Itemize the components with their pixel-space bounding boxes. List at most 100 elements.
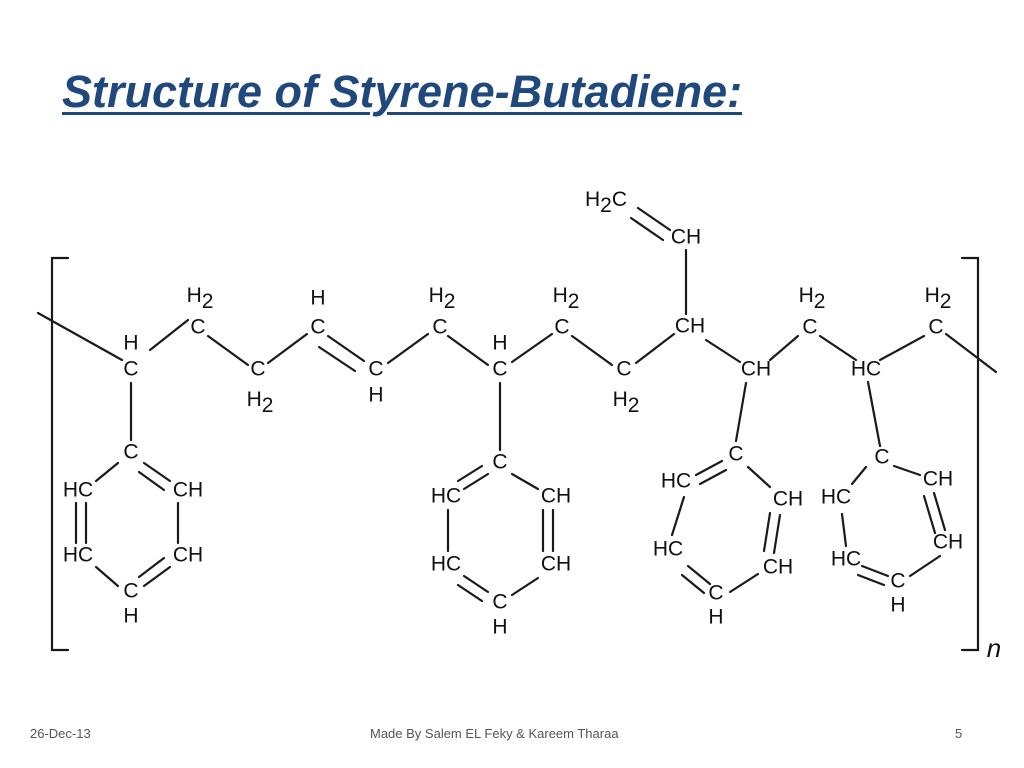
bond xyxy=(878,334,926,362)
ring-atom-label: CH xyxy=(541,485,571,508)
ring-atom-label: C xyxy=(123,441,138,464)
footer-page-number: 5 xyxy=(955,726,963,741)
bond xyxy=(634,332,676,365)
vinyl-ch2-label: H2C xyxy=(585,188,627,217)
bond xyxy=(932,491,947,532)
bond xyxy=(148,318,190,352)
bond xyxy=(698,468,728,486)
bond xyxy=(94,565,120,588)
bond xyxy=(266,332,309,365)
ring-atom-label: H xyxy=(492,616,507,639)
bond xyxy=(856,573,886,587)
ring-atom-label: CH xyxy=(933,531,963,554)
bond xyxy=(840,512,848,548)
bond xyxy=(850,465,868,486)
ring-atom-label: CH xyxy=(541,553,571,576)
bond xyxy=(510,472,540,491)
ring-atom-label: CH xyxy=(773,488,803,511)
chain-atom-label: C xyxy=(616,358,631,381)
ring-atom-label: H xyxy=(890,594,905,617)
ring-atom-label: CH xyxy=(173,544,203,567)
chain-atom-label: C xyxy=(123,358,138,381)
bond xyxy=(908,554,942,578)
chain-atom-label: H2 xyxy=(925,284,952,313)
chain-atom-label: C xyxy=(802,316,817,339)
ring-atom-label: HC xyxy=(63,479,93,502)
bond xyxy=(892,464,922,477)
chain-atom-label: C xyxy=(250,358,265,381)
left-bracket xyxy=(50,256,70,652)
chain-atom-label: C xyxy=(190,316,205,339)
bond xyxy=(728,572,760,594)
bond xyxy=(326,334,366,363)
bond xyxy=(462,574,490,594)
ring-atom-label: C xyxy=(708,582,723,605)
ring-atom-label: HC xyxy=(63,544,93,567)
ring-atom-label: H xyxy=(123,605,138,628)
bond xyxy=(818,334,858,362)
bond xyxy=(762,511,772,553)
footer-date: 26-Dec-13 xyxy=(30,726,91,741)
ring-atom-label: CH xyxy=(763,556,793,579)
chain-atom-label: CH xyxy=(741,358,771,381)
bond xyxy=(629,216,665,242)
bond xyxy=(137,556,166,579)
bond xyxy=(636,206,672,232)
bond xyxy=(860,564,890,578)
bond xyxy=(142,461,172,483)
ring-atom-label: C xyxy=(874,446,889,469)
bond xyxy=(142,565,172,588)
bond xyxy=(206,334,250,367)
chain-atom-label: H xyxy=(123,332,138,355)
bond xyxy=(446,334,490,367)
vinyl-ch-label: CH xyxy=(671,226,701,249)
bond xyxy=(456,464,484,483)
ring-atom-label: HC xyxy=(831,548,861,571)
ring-atom-label: HC xyxy=(431,553,461,576)
ring-atom-label: HC xyxy=(661,470,691,493)
bond xyxy=(670,495,686,537)
ring-atom-label: CH xyxy=(923,468,953,491)
bond xyxy=(680,573,706,595)
bond xyxy=(694,459,724,477)
bond xyxy=(734,381,748,443)
ring-atom-label: C xyxy=(123,580,138,603)
chain-atom-label: H2 xyxy=(799,284,826,313)
bond xyxy=(922,494,937,535)
bond xyxy=(746,465,772,489)
chain-atom-label: H2 xyxy=(187,284,214,313)
chain-atom-label: C xyxy=(554,316,569,339)
bond xyxy=(510,576,540,597)
bond xyxy=(772,513,782,555)
bond xyxy=(94,461,120,483)
bond xyxy=(704,338,742,364)
chain-atom-label: H xyxy=(492,332,507,355)
chain-atom-label: H2 xyxy=(247,388,274,417)
chain-atom-label: H2 xyxy=(553,284,580,313)
chain-atom-label: H2 xyxy=(613,388,640,417)
bond xyxy=(456,583,484,603)
bond xyxy=(510,332,554,364)
footer-credit: Made By Salem EL Feky & Kareem Tharaa xyxy=(370,726,619,741)
bond xyxy=(866,380,882,448)
bond xyxy=(570,334,614,367)
bond xyxy=(137,470,166,492)
bond xyxy=(386,332,430,365)
chain-atom-label: H xyxy=(310,287,325,310)
chain-atom-label: C xyxy=(310,316,325,339)
ring-atom-label: C xyxy=(890,570,905,593)
chain-atom-label: H xyxy=(368,384,383,407)
bond xyxy=(462,472,490,491)
bond xyxy=(317,345,357,373)
chain-atom-label: H2 xyxy=(429,284,456,313)
chain-atom-label: C xyxy=(368,358,383,381)
chain-atom-label: CH xyxy=(675,315,705,338)
ring-atom-label: CH xyxy=(173,479,203,502)
bond xyxy=(768,334,800,362)
bond xyxy=(944,332,998,374)
ring-atom-label: H xyxy=(708,606,723,629)
slide-title: Structure of Styrene-Butadiene: xyxy=(62,66,743,117)
chain-atom-label: C xyxy=(492,358,507,381)
